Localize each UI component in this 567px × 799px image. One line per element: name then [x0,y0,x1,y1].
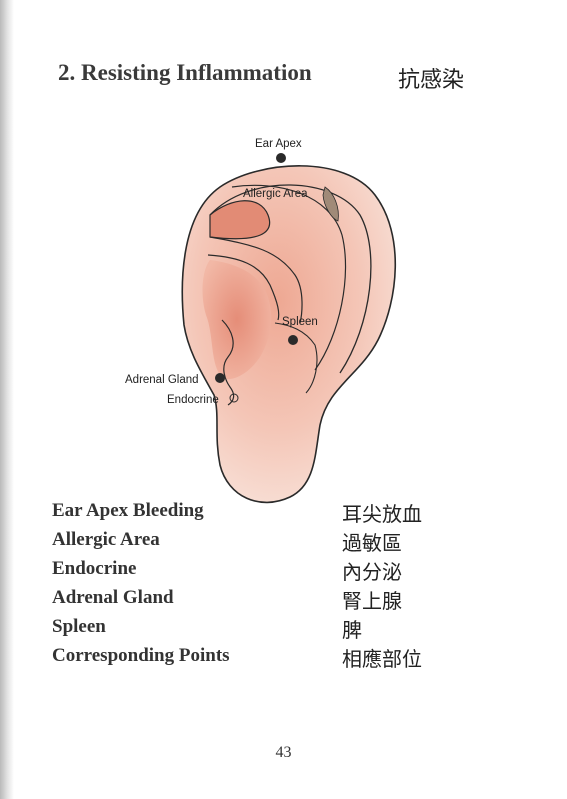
section-title-chinese: 抗感染 [398,68,465,93]
concha [202,260,272,379]
scapha-line [231,184,347,371]
term-chinese: 過敏區 [342,531,402,555]
antihelix-upper [209,236,303,324]
spleen-point [288,335,298,345]
term-english: Allergic Area [52,529,160,550]
page-binding-shadow [0,0,14,799]
ear-acupoint-diagram: Ear Apex Allergic Area Spleen Adrenal Gl… [125,138,397,504]
term-row: Ear Apex Bleeding 耳尖放血 [52,498,522,527]
allergic-area-marker [322,186,339,222]
term-chinese: 內分泌 [342,560,402,584]
label-adrenal-gland: Adrenal Gland [125,374,199,386]
label-allergic-area: Allergic Area [243,188,308,200]
term-chinese: 耳尖放血 [342,502,422,526]
ear-apex-point [276,153,286,163]
section-title: 2. Resisting Inflammation [58,60,312,85]
antihelix-lower [207,254,280,321]
label-endocrine: Endocrine [167,394,219,406]
term-chinese: 脾 [342,618,362,642]
term-row: Corresponding Points 相應部位 [52,643,522,672]
concha-edge [274,322,318,394]
term-english: Spleen [52,616,106,637]
term-row: Allergic Area 過敏區 [52,527,522,556]
ear-outline [181,165,397,504]
term-english: Ear Apex Bleeding [52,500,204,521]
endocrine-point [229,393,239,403]
term-english: Adrenal Gland [52,587,174,608]
term-row: Endocrine 內分泌 [52,556,522,585]
term-chinese: 腎上腺 [342,589,402,613]
term-row: Adrenal Gland 腎上腺 [52,585,522,614]
label-ear-apex: Ear Apex [255,138,302,150]
tragus-outline [221,319,235,406]
term-row: Spleen 脾 [52,614,522,643]
label-spleen: Spleen [282,316,318,328]
term-english: Corresponding Points [52,645,230,666]
page-number: 43 [275,744,292,761]
adrenal-gland-point [215,373,225,383]
term-list: Ear Apex Bleeding 耳尖放血 Allergic Area 過敏區… [52,498,522,672]
term-chinese: 相應部位 [342,647,422,671]
triangular-fossa [209,200,271,240]
term-english: Endocrine [52,558,137,579]
helix-rim [209,184,372,374]
